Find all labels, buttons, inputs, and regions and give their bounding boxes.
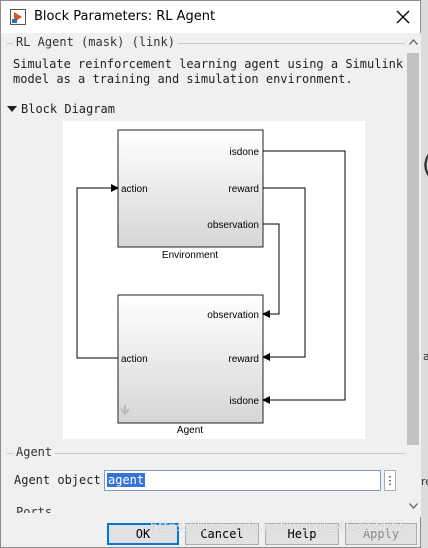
title-bar[interactable]: Block Parameters: RL Agent [1,1,420,33]
mask-description-group: RL Agent (mask) (link) Simulate reinforc… [7,35,405,95]
ok-button[interactable]: OK [107,523,179,545]
background-glyph: a [423,350,428,363]
agent-block-name: Agent [177,425,203,436]
agent-port-reward: reward [228,354,259,365]
scroll-thumb[interactable] [407,53,419,445]
signal-isdone [262,150,346,404]
ports-legend: Ports [13,505,56,513]
help-button[interactable]: Help [265,523,339,545]
environment-block-name: Environment [162,250,218,261]
window-title: Block Parameters: RL Agent [34,9,216,24]
block-diagram-svg: action isdone reward observation Environ… [76,129,346,436]
vertical-scrollbar[interactable] [405,33,421,517]
signal-action [76,184,119,359]
signal-reward [262,187,306,361]
agent-port-observation: observation [207,310,259,321]
mask-legend: RL Agent (mask) (link) [13,35,178,49]
agent-port-action: action [121,354,148,365]
apply-button[interactable]: Apply [345,523,417,545]
close-button[interactable] [387,3,419,31]
parameters-panel: RL Agent (mask) (link) Simulate reinforc… [5,33,405,513]
agent-object-field[interactable]: agent [104,470,381,491]
environment-port-action: action [121,184,148,195]
agent-block[interactable] [117,294,264,424]
close-icon [396,10,410,24]
agent-object-label: Agent object [14,473,101,487]
environment-port-observation: observation [207,220,259,231]
dialog-button-bar: OK Cancel Help Apply [1,517,420,547]
mask-description: Simulate reinforcement learning agent us… [13,57,404,86]
environment-block[interactable] [117,129,264,248]
scroll-down-button[interactable] [405,499,421,513]
arrow-down-icon [120,405,130,416]
agent-group: Agent Agent object agent ⋮ [7,445,405,503]
background-glyph: re [421,475,428,488]
agent-port-isdone: isdone [230,396,260,407]
background-glyph: ( [422,150,428,180]
signal-observation [262,223,280,318]
background-window-edge [420,0,428,548]
triangle-down-icon [7,106,17,112]
chevron-up-icon [408,39,418,45]
agent-legend: Agent [13,445,56,459]
simulink-block-icon [10,9,26,25]
agent-object-value: agent [107,473,146,487]
environment-port-reward: reward [228,184,259,195]
environment-port-isdone: isdone [230,147,260,158]
cancel-button[interactable]: Cancel [185,523,259,545]
scroll-up-button[interactable] [405,35,421,49]
block-diagram-label: Block Diagram [21,102,115,116]
block-diagram: action isdone reward observation Environ… [63,121,365,439]
agent-object-menu-button[interactable]: ⋮ [384,470,396,491]
chevron-down-icon [408,503,418,509]
block-diagram-toggle[interactable]: Block Diagram [7,101,115,117]
